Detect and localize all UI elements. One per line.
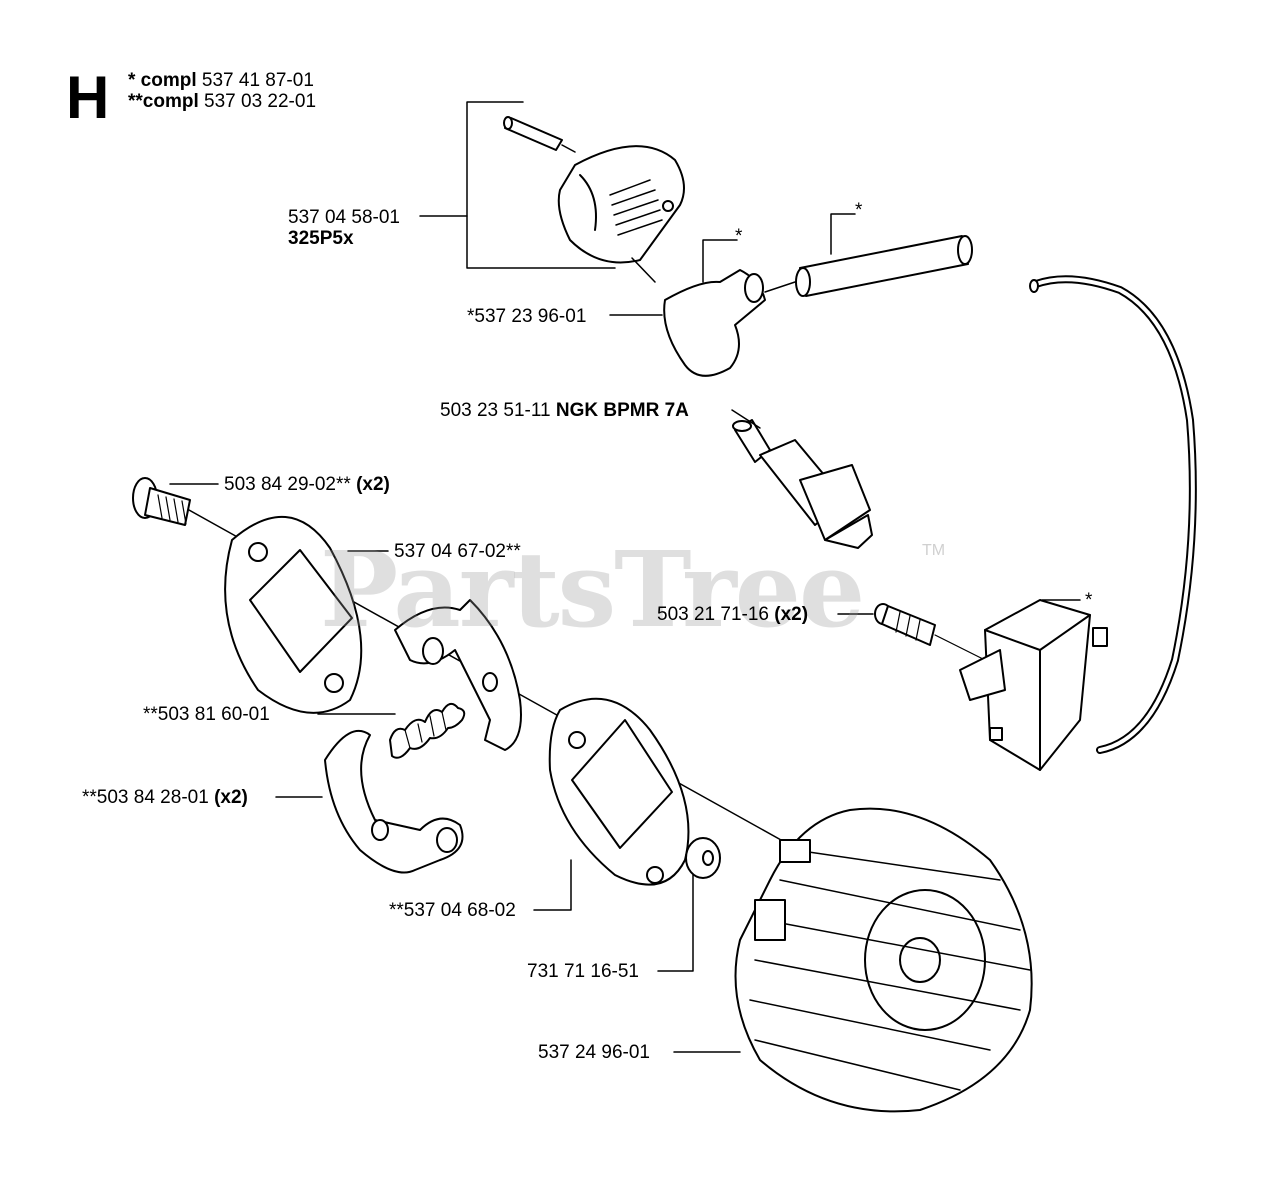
plate-top-part <box>224 516 363 714</box>
label-washer[interactable]: 731 71 16-51 <box>527 961 639 982</box>
spark-plug-leader <box>731 409 761 429</box>
spring-part <box>389 702 466 759</box>
label-spark-plug[interactable]: 503 23 51-11 NGK BPMR 7A <box>440 400 689 421</box>
tube-asterisk-leader <box>830 213 856 255</box>
plate-bottom-leader <box>533 859 572 911</box>
label-boot[interactable]: *537 23 96-01 <box>467 306 587 327</box>
ignition-lead-tube-part <box>795 235 973 297</box>
label-plate-top[interactable]: 537 04 67-02** <box>394 541 521 562</box>
label-cap[interactable]: 537 04 58-01 325P5x <box>288 207 400 249</box>
label-shoe[interactable]: **503 84 28-01 (x2) <box>82 787 248 808</box>
pin-part <box>503 116 576 153</box>
boot-asterisk-leader <box>702 239 738 283</box>
screw-top-part <box>132 477 191 526</box>
cap-part <box>557 145 685 283</box>
ignition-module-part <box>959 599 1108 771</box>
clutch-shoe-lower-part <box>324 730 464 874</box>
section-letter: H <box>66 64 110 131</box>
plate-bottom-part <box>548 697 690 886</box>
label-flywheel[interactable]: 537 24 96-01 <box>538 1042 650 1063</box>
watermark-trademark: TM <box>922 542 946 559</box>
label-spring[interactable]: **503 81 60-01 <box>143 704 270 725</box>
asterisk-tube: * <box>855 200 863 221</box>
legend-line-1: * compl 537 41 87-01 <box>128 70 314 91</box>
clutch-shoe-upper-part <box>394 599 522 751</box>
cap-bracket-leader <box>419 101 616 269</box>
flywheel-part <box>734 807 1033 1113</box>
label-coil-screw[interactable]: 503 21 71-16 (x2) <box>657 604 809 625</box>
washer-part <box>685 837 721 879</box>
label-screw-top[interactable]: 503 84 29-02** (x2) <box>224 474 390 495</box>
asterisk-coil: * <box>1085 590 1093 611</box>
kit-legend: * compl 537 41 87-01 **compl 537 03 22-0… <box>128 70 316 112</box>
coil-screw-part <box>874 603 936 646</box>
washer-leader <box>657 874 694 972</box>
spark-plug-part <box>732 419 873 549</box>
label-plate-bottom[interactable]: **537 04 68-02 <box>389 900 516 921</box>
spark-plug-boot-part <box>663 269 796 377</box>
legend-line-2: **compl 537 03 22-01 <box>128 91 317 112</box>
asterisk-boot: * <box>735 226 743 247</box>
watermark-logo: PartsTree <box>320 528 865 651</box>
